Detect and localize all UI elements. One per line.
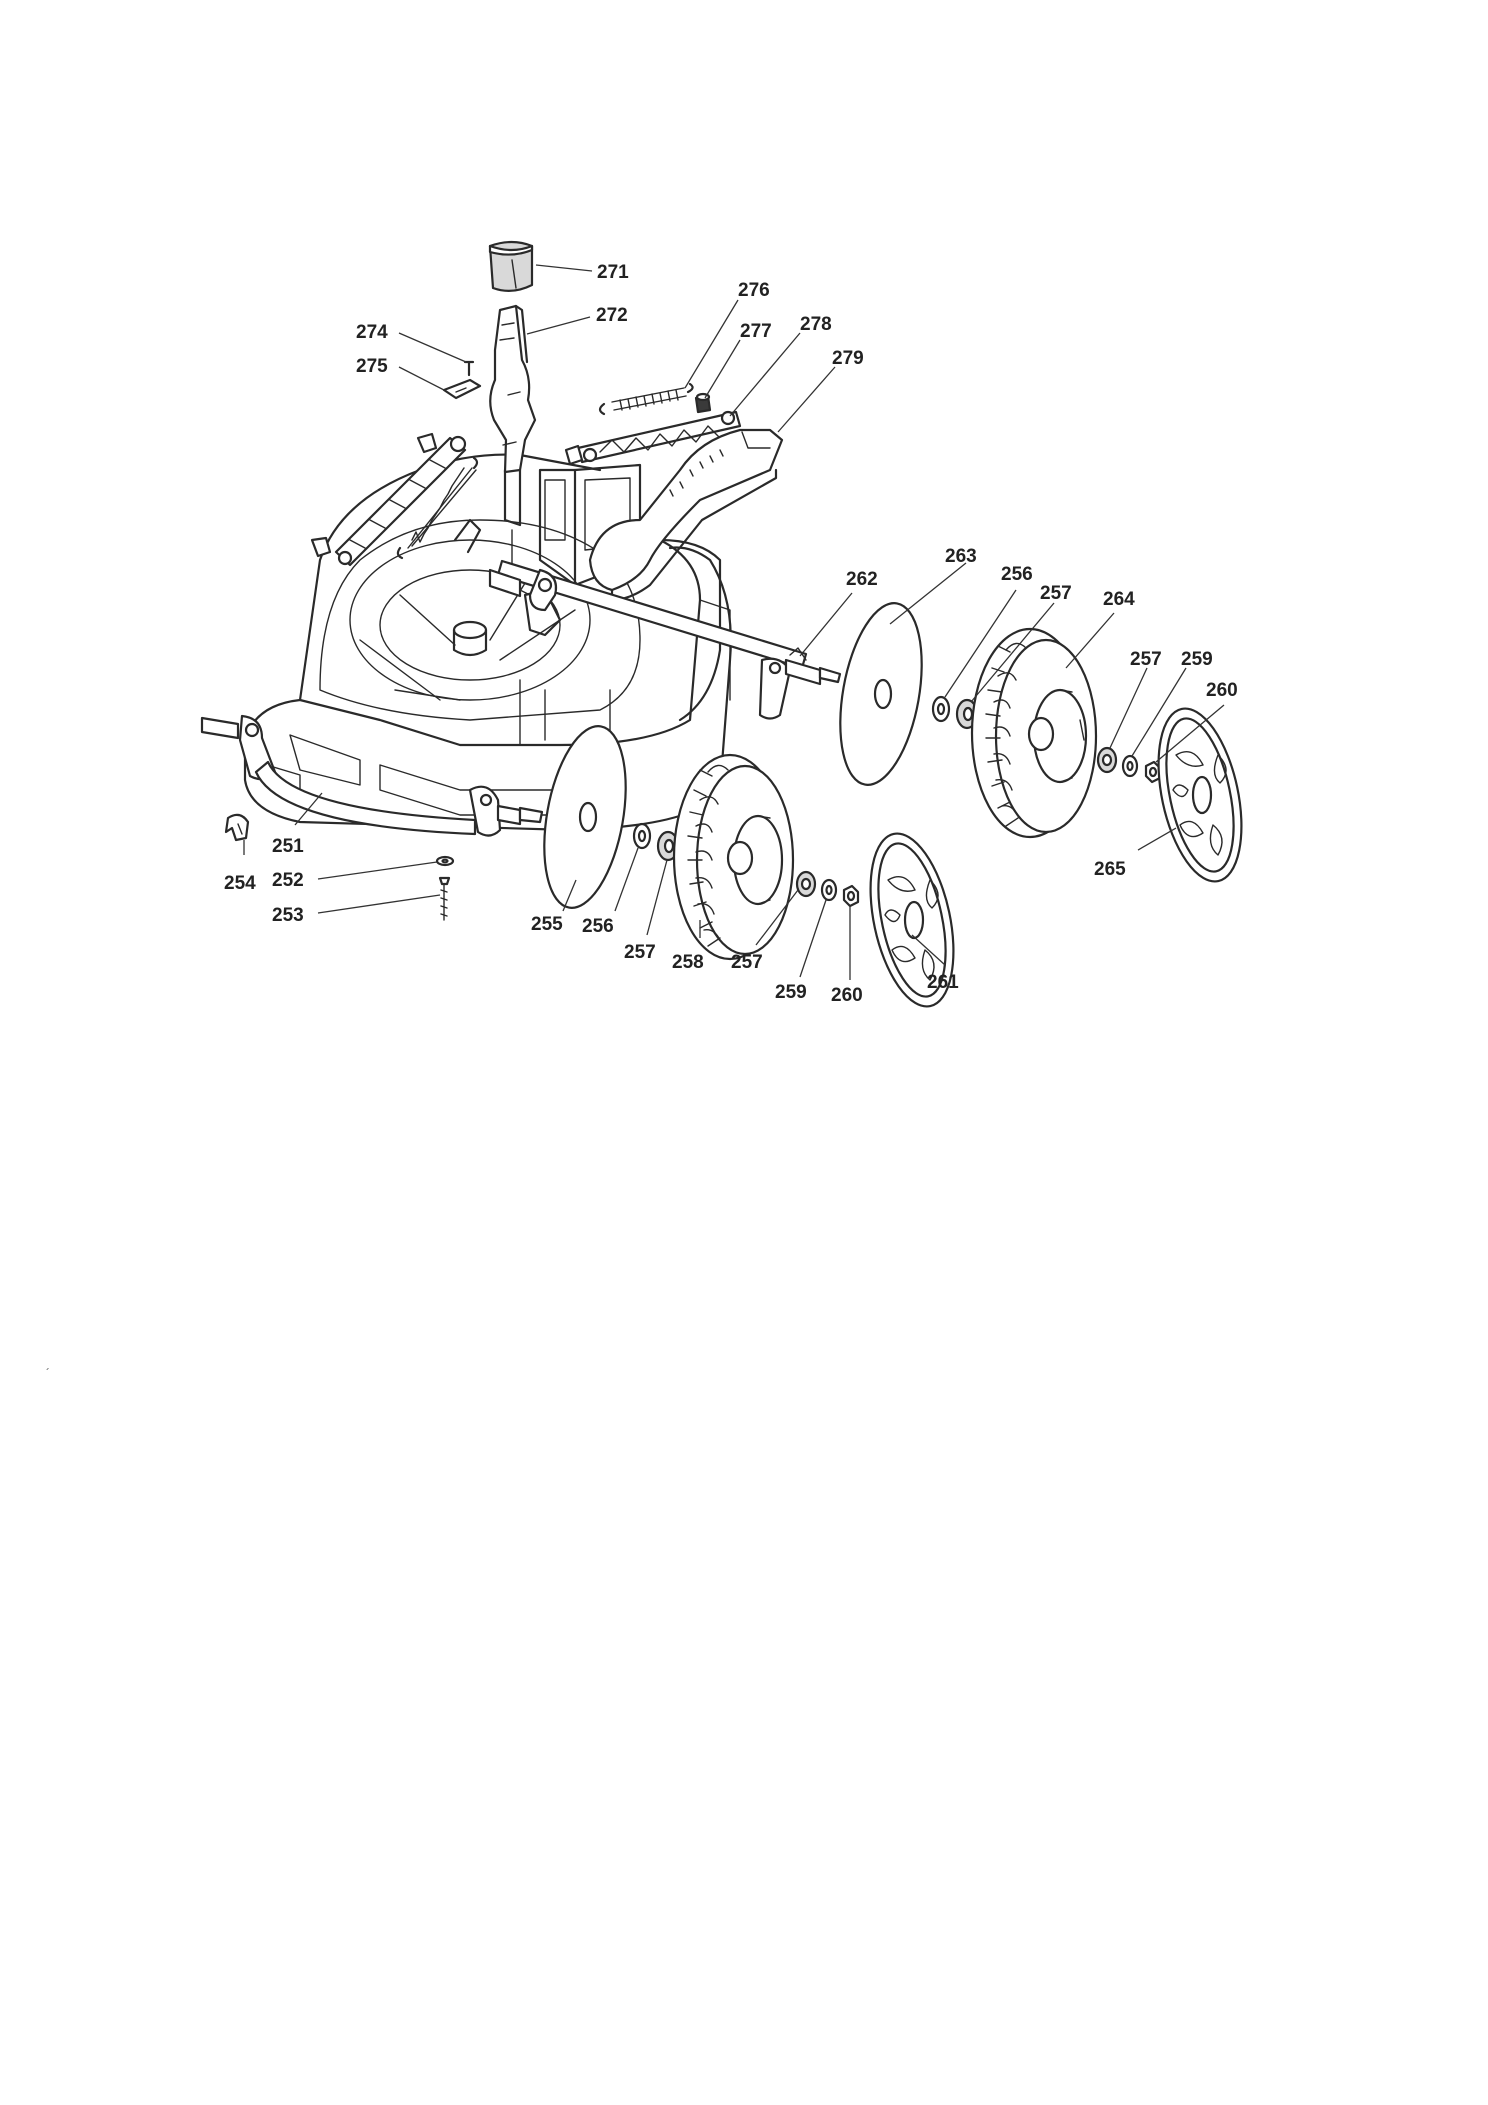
callout-260-rear: 260 (1206, 680, 1238, 701)
callout-254: 254 (224, 873, 256, 894)
height-cover-279 (588, 428, 784, 602)
clip-254 (224, 813, 250, 842)
spring-276 (598, 382, 694, 416)
left-tension-spring (396, 456, 479, 560)
callout-262: 262 (846, 569, 878, 590)
screw-253 (438, 876, 451, 921)
callout-278: 278 (800, 314, 832, 335)
callout-277: 277 (740, 321, 772, 342)
callout-257-rear-inner: 257 (1040, 583, 1072, 604)
callout-265: 265 (1094, 859, 1126, 880)
height-adjust-knob (488, 240, 534, 292)
left-linkage-arm (310, 432, 467, 567)
front-hubcap-disc-255 (543, 725, 627, 909)
callout-251: 251 (272, 836, 304, 857)
callout-263: 263 (945, 546, 977, 567)
rear-axle (488, 559, 842, 720)
callout-256-front: 256 (582, 916, 614, 937)
callout-259-front: 259 (775, 982, 807, 1003)
callout-261: 261 (927, 972, 959, 993)
height-adjust-lever (489, 304, 537, 474)
callout-260-front: 260 (831, 985, 863, 1006)
rear-hubcap-265 (1157, 707, 1243, 883)
callout-257-front-outer: 257 (731, 952, 763, 973)
front-wheel-258 (672, 753, 795, 961)
washer-256-rear (931, 695, 951, 723)
callout-257-rear-outer: 257 (1130, 649, 1162, 670)
washer-252 (435, 855, 455, 867)
callout-252: 252 (272, 870, 304, 891)
stray-mark: ´ (46, 1366, 50, 1380)
callout-labels: 271 276 272 277 278 274 275 279 263 256 … (224, 262, 1238, 1006)
washer-259-rear (1121, 754, 1139, 778)
callout-256-rear: 256 (1001, 564, 1033, 585)
front-axle (200, 714, 544, 837)
washer-259-front (820, 878, 838, 902)
callout-264: 264 (1103, 589, 1135, 610)
callout-272: 272 (596, 305, 628, 326)
bushing-257-front-outer (795, 870, 817, 898)
rear-wheel-264 (970, 627, 1098, 839)
callout-253: 253 (272, 905, 304, 926)
callout-255: 255 (531, 914, 563, 935)
nut-260-front (842, 884, 860, 908)
screw-274 (463, 360, 475, 377)
callout-257-front-inner: 257 (624, 942, 656, 963)
front-hubcap-261 (869, 832, 955, 1008)
callout-271: 271 (597, 262, 629, 283)
bushing-257-rear-outer (1096, 746, 1118, 774)
callout-275: 275 (356, 356, 388, 377)
callout-276: 276 (738, 280, 770, 301)
callout-258: 258 (672, 952, 704, 973)
right-linkage-arm-278 (564, 410, 742, 466)
callout-274: 274 (356, 322, 388, 343)
washer-256-front (632, 822, 652, 850)
clip-275 (442, 378, 482, 400)
callout-259-rear: 259 (1181, 649, 1213, 670)
callout-279: 279 (832, 348, 864, 369)
bushing-277 (694, 392, 712, 414)
rear-hubcap-disc-263 (839, 602, 923, 786)
leader-lines (243, 264, 1225, 980)
